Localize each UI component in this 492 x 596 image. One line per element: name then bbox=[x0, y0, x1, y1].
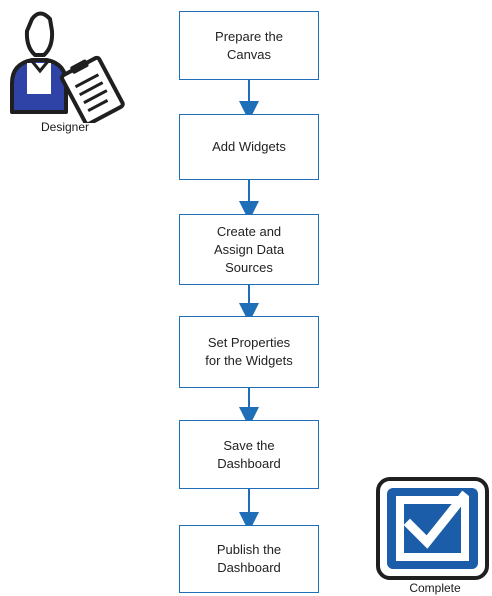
flow-step-prepare-canvas: Prepare the Canvas bbox=[179, 11, 319, 80]
flow-step-label: Save the Dashboard bbox=[217, 437, 281, 471]
checkbox-complete-icon bbox=[375, 476, 490, 581]
flow-step-label: Create and Assign Data Sources bbox=[213, 223, 285, 275]
flow-step-label: Prepare the Canvas bbox=[215, 28, 283, 62]
checkbox-complete-icon bbox=[376, 477, 489, 580]
designer-role-label: Designer bbox=[40, 120, 90, 134]
flow-step-publish-dashboard: Publish the Dashboard bbox=[179, 525, 319, 593]
flow-step-add-widgets: Add Widgets bbox=[179, 114, 319, 180]
flow-step-save-dashboard: Save the Dashboard bbox=[179, 420, 319, 489]
flow-step-data-sources: Create and Assign Data Sources bbox=[179, 214, 319, 285]
designer-person-icon bbox=[10, 11, 125, 126]
complete-label: Complete bbox=[409, 581, 461, 595]
flow-step-label: Set Properties for the Widgets bbox=[205, 335, 293, 368]
designer-person-icon bbox=[5, 8, 130, 126]
flow-step-label: Add Widgets bbox=[212, 139, 286, 154]
flow-step-label: Publish the Dashboard bbox=[216, 542, 282, 575]
flow-step-set-properties: Set Properties for the Widgets bbox=[179, 316, 319, 388]
